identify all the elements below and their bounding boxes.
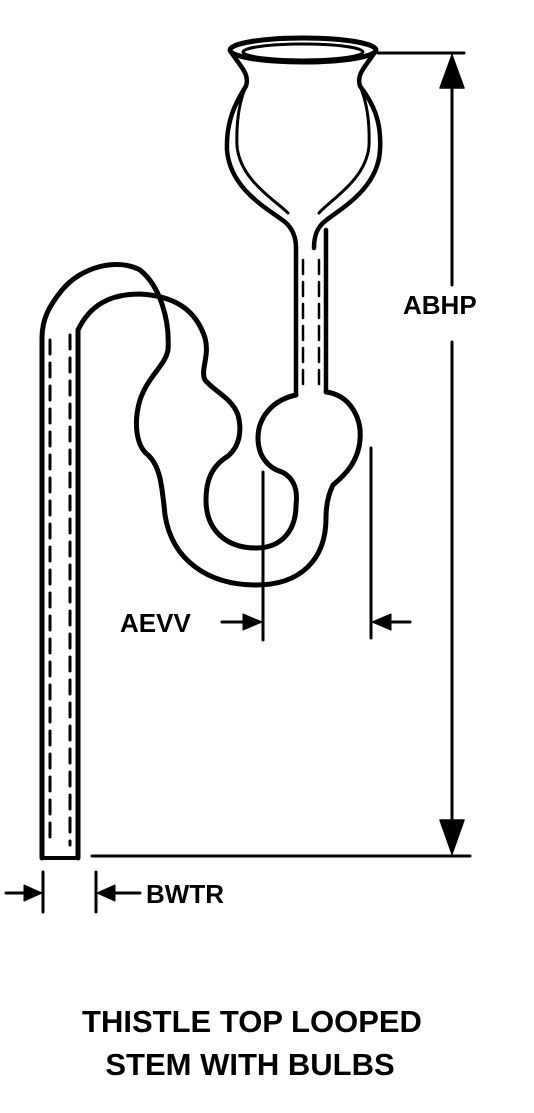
height-label: ABHP (403, 290, 477, 320)
left-leg (39, 327, 81, 861)
height-dimension (90, 51, 472, 858)
caption-line-1: THISTLE TOP LOOPED (82, 1004, 422, 1039)
stem (293, 227, 329, 398)
caption-line-2: STEM WITH BULBS (105, 1047, 394, 1082)
bulb-width-dimension (220, 446, 412, 642)
bulb-width-label: AEVV (120, 608, 191, 638)
tube-diameter-label: BWTR (146, 879, 224, 909)
loop-bend (39, 261, 329, 588)
tube-diameter-dimension (4, 870, 142, 914)
right-bulb (255, 389, 363, 521)
thistle-funnel (224, 35, 383, 251)
